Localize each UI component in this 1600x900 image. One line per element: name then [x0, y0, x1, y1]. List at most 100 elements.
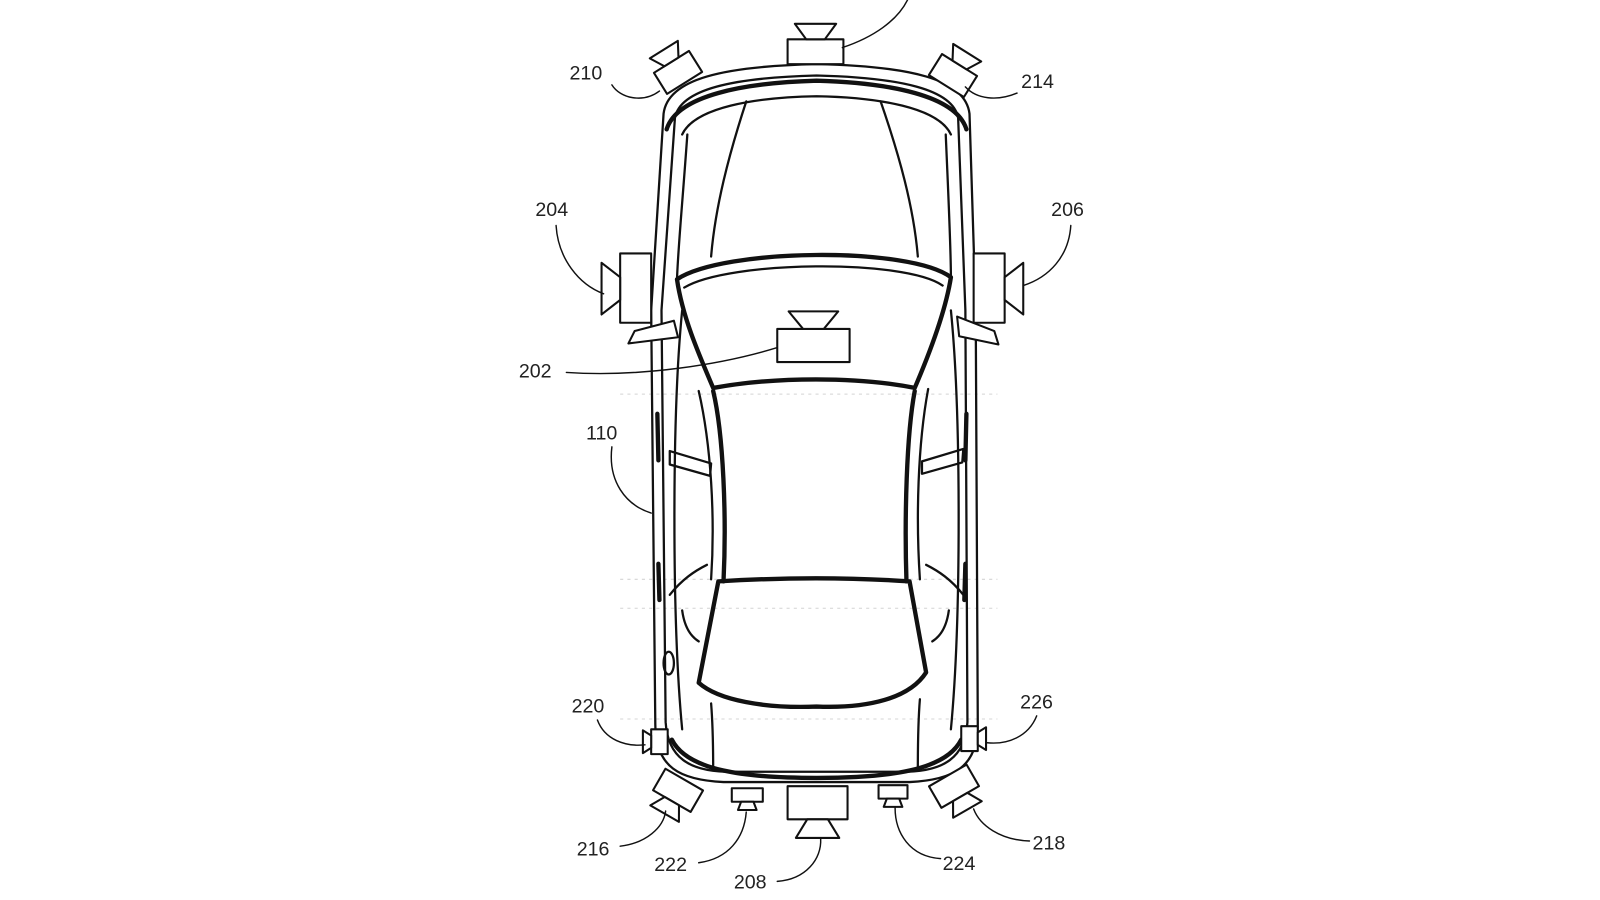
label-222: 222: [654, 854, 687, 876]
outer-body-outline: [650, 63, 979, 784]
vehicle-body: [627, 63, 1000, 784]
roof-left-outer: [697, 389, 714, 581]
camera-body: [650, 728, 669, 756]
camera-lens: [649, 795, 681, 823]
label-216: 216: [577, 839, 610, 861]
right-side-camera-icon: [972, 252, 1025, 324]
leader-202: [565, 346, 778, 375]
rear-window: [696, 576, 929, 710]
front-camera-icon: [786, 22, 845, 66]
label-208: 208: [734, 872, 767, 894]
left-rear-door-line: [668, 563, 709, 596]
camera-lens: [736, 800, 758, 812]
right-door-handle: [920, 447, 965, 475]
camera-body: [786, 38, 845, 66]
camera-lens: [976, 726, 988, 752]
rear-left-bumper-camera-icon: [730, 787, 764, 812]
label-220: 220: [572, 696, 605, 718]
right-door-seam-front: [963, 411, 969, 463]
leader-front-camera: [841, 0, 909, 49]
hood-edge-right: [944, 133, 953, 279]
leader-204: [555, 224, 605, 295]
label-218: 218: [1033, 832, 1066, 854]
camera-lens: [648, 39, 680, 68]
leader-214: [964, 86, 1018, 99]
leader-226: [986, 715, 1038, 744]
rear-right-bumper-camera-icon: [877, 784, 909, 808]
fuel-door: [662, 650, 676, 676]
rear-right-small-camera-icon: [960, 725, 988, 753]
camera-lens: [794, 818, 841, 839]
leader-218: [972, 808, 1031, 842]
leader-lines: [555, 0, 1072, 883]
camera-lens: [787, 310, 840, 330]
label-214: 214: [1021, 71, 1054, 93]
camera-lens: [951, 42, 983, 71]
left-mirror: [627, 319, 680, 345]
rear-right-camera-icon: [927, 763, 983, 819]
label-204: 204: [535, 199, 568, 221]
label-210: 210: [570, 63, 603, 85]
label-110: 110: [586, 423, 617, 445]
label-206: 206: [1051, 199, 1084, 221]
right-rear-door-line: [924, 563, 965, 596]
leader-208: [776, 838, 822, 883]
right-rear-fender: [931, 609, 950, 643]
left-door-handle: [668, 449, 713, 477]
camera-body: [877, 784, 909, 800]
leader-222: [697, 811, 747, 864]
front-bumper-line: [664, 78, 969, 132]
camera-lens: [1003, 261, 1025, 316]
label-224: 224: [943, 853, 976, 875]
faint-guide-lines: [620, 393, 998, 720]
label-202: 202: [519, 361, 552, 383]
rear-left-small-camera-icon: [641, 728, 669, 756]
left-door-seam-rear: [656, 561, 662, 603]
windshield-inner-line: [683, 265, 944, 289]
inner-body-outline: [660, 74, 969, 773]
windshield-camera-icon: [776, 310, 851, 364]
leader-216: [619, 810, 667, 847]
windshield: [674, 252, 954, 391]
hood-edge-left: [675, 133, 689, 281]
reference-labels: 210 214 204 206 202 110 220 226 216 222 …: [519, 63, 1084, 894]
label-226: 226: [1020, 692, 1053, 714]
right-mirror: [956, 315, 1000, 346]
camera-body: [619, 252, 653, 324]
camera-lens: [600, 261, 622, 316]
rear-left-camera-icon: [649, 767, 705, 823]
leader-220: [596, 719, 646, 746]
camera-body: [730, 787, 764, 803]
right-door-seam-rear: [962, 561, 968, 603]
left-door-seam-front: [655, 411, 661, 463]
camera-lens: [952, 791, 983, 819]
left-side-camera-icon: [600, 252, 653, 324]
left-rear-fender: [681, 609, 700, 643]
trunk-left-line: [709, 702, 715, 771]
leader-110: [610, 446, 652, 514]
roof-right-outer: [916, 387, 930, 581]
trunk-right-line: [916, 698, 922, 771]
camera-body: [786, 785, 849, 821]
camera-body: [776, 327, 851, 364]
hood-crease-right: [879, 100, 919, 258]
rear-bumper-line: [669, 737, 964, 781]
right-rocker-line: [949, 309, 960, 731]
leader-206: [1022, 224, 1072, 287]
left-rocker-line: [673, 309, 684, 731]
leader-224: [894, 807, 942, 860]
leader-210: [611, 84, 661, 99]
camera-body: [972, 252, 1006, 324]
camera-lens: [882, 797, 904, 808]
front-bumper-inner-line: [681, 95, 953, 136]
front-right-camera-icon: [927, 42, 983, 99]
roof-left-edge: [711, 388, 727, 584]
hood-crease-left: [709, 100, 748, 258]
camera-lens: [641, 729, 653, 755]
camera-lens: [793, 22, 838, 41]
roof-right-edge: [903, 388, 917, 584]
rear-camera-icon: [786, 785, 849, 839]
front-left-camera-icon: [648, 39, 704, 95]
camera-body: [960, 725, 979, 753]
